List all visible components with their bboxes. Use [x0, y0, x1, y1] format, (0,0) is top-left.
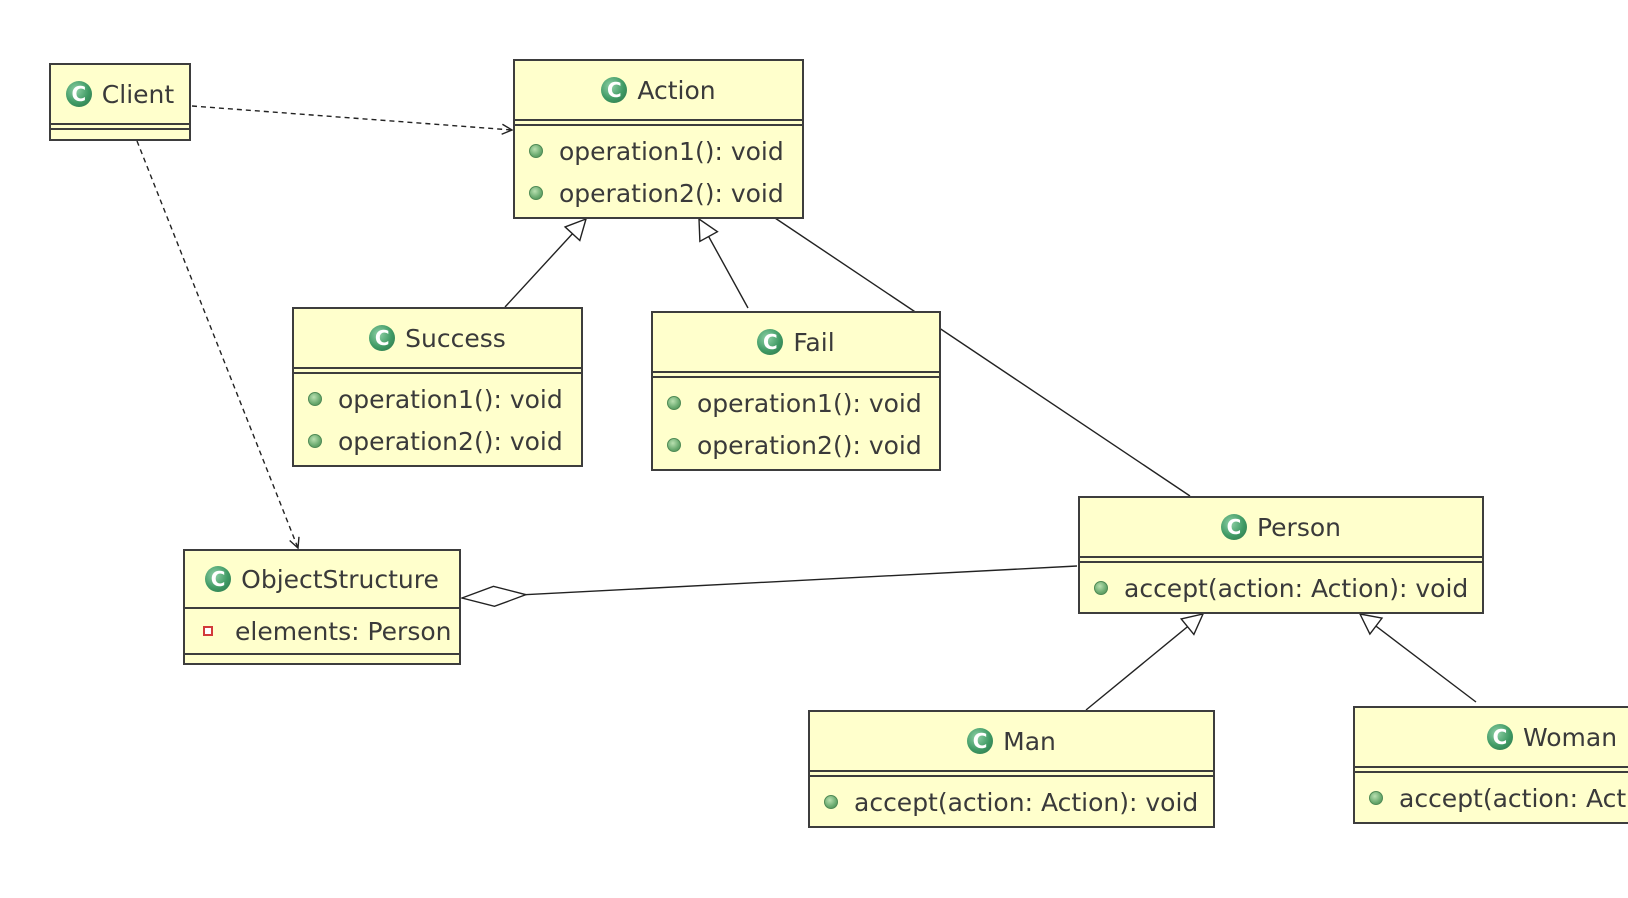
operation-signature: accept(action: Action): void [1124, 573, 1469, 603]
operation-signature: operation1(): void [697, 388, 922, 418]
generalization-success-action [504, 217, 588, 308]
class-objectstructure-divider [185, 607, 459, 609]
class-fail[interactable]: C Fail operation1(): void operation2(): … [651, 311, 941, 471]
public-visibility-icon [529, 186, 543, 200]
class-client-divider [51, 123, 189, 130]
class-fail-header: C Fail [653, 313, 939, 371]
class-icon: C [757, 329, 784, 355]
operation-signature: accept(action: Action): void [1399, 783, 1628, 813]
class-woman-name: Woman [1523, 722, 1618, 752]
class-fail-name: Fail [793, 327, 835, 357]
attribute-item: elements: Person [185, 609, 459, 653]
class-person[interactable]: C Person accept(action: Action): void [1078, 496, 1484, 614]
operation-signature: operation2(): void [338, 426, 563, 456]
public-visibility-icon [667, 438, 681, 452]
private-visibility-icon [203, 626, 213, 636]
class-man-name: Man [1003, 726, 1056, 756]
association-person-action [774, 217, 1191, 497]
operation-signature: operation1(): void [338, 384, 563, 414]
operation-item: operation1(): void [294, 378, 581, 420]
operation-item: operation2(): void [653, 424, 939, 466]
class-action-name: Action [637, 75, 716, 105]
class-action-divider [515, 119, 802, 126]
class-success-header: C Success [294, 309, 581, 367]
dependency-client-objectstructure [136, 140, 298, 548]
class-success-divider [294, 367, 581, 374]
class-man-header: C Man [810, 712, 1213, 770]
class-icon: C [1220, 514, 1247, 540]
class-objectstructure[interactable]: C ObjectStructure elements: Person [183, 549, 461, 665]
class-action-header: C Action [515, 61, 802, 119]
class-objectstructure-divider-2 [185, 653, 459, 655]
class-client-name: Client [101, 79, 175, 109]
class-client[interactable]: C Client [49, 63, 191, 141]
operation-signature: operation2(): void [559, 178, 784, 208]
attribute-signature: elements: Person [235, 616, 452, 646]
generalization-fail-action [698, 217, 749, 309]
operation-item: accept(action: Action): void [1080, 567, 1482, 609]
class-person-operations: accept(action: Action): void [1080, 563, 1482, 612]
class-icon: C [601, 77, 628, 103]
class-man-operations: accept(action: Action): void [810, 777, 1213, 826]
operation-item: operation2(): void [294, 420, 581, 462]
operation-signature: operation1(): void [559, 136, 784, 166]
class-woman[interactable]: C Woman accept(action: Action): void [1353, 706, 1628, 824]
public-visibility-icon [667, 396, 681, 410]
operation-signature: accept(action: Action): void [854, 787, 1199, 817]
operation-item: operation1(): void [653, 382, 939, 424]
class-icon: C [205, 566, 232, 592]
class-success-operations: operation1(): void operation2(): void [294, 374, 581, 465]
class-person-name: Person [1256, 512, 1341, 542]
public-visibility-icon [308, 392, 322, 406]
class-client-header: C Client [51, 65, 189, 123]
class-fail-operations: operation1(): void operation2(): void [653, 378, 939, 469]
public-visibility-icon [1369, 791, 1383, 805]
public-visibility-icon [1094, 581, 1108, 595]
operation-item: operation1(): void [515, 130, 802, 172]
class-icon: C [369, 325, 396, 351]
class-icon: C [1487, 724, 1513, 750]
generalization-man-person [1085, 613, 1205, 711]
aggregation-objectstructure-person [462, 565, 1078, 598]
class-man[interactable]: C Man accept(action: Action): void [808, 710, 1215, 828]
class-person-divider [1080, 556, 1482, 563]
operation-item: operation2(): void [515, 172, 802, 214]
public-visibility-icon [529, 144, 543, 158]
operation-signature: operation2(): void [697, 430, 922, 460]
class-success-name: Success [405, 323, 506, 353]
class-objectstructure-name: ObjectStructure [241, 564, 439, 594]
class-woman-operations: accept(action: Action): void [1355, 773, 1628, 822]
class-woman-divider [1355, 766, 1628, 773]
public-visibility-icon [824, 795, 838, 809]
class-person-header: C Person [1080, 498, 1482, 556]
public-visibility-icon [308, 434, 322, 448]
class-action-operations: operation1(): void operation2(): void [515, 126, 802, 217]
class-success[interactable]: C Success operation1(): void operation2(… [292, 307, 583, 467]
class-icon: C [967, 728, 994, 754]
operation-item: accept(action: Action): void [1355, 777, 1628, 819]
class-woman-header: C Woman [1355, 708, 1628, 766]
dependency-client-action [191, 105, 512, 130]
class-action[interactable]: C Action operation1(): void operation2()… [513, 59, 804, 219]
class-fail-divider [653, 371, 939, 378]
class-icon: C [65, 81, 92, 107]
generalization-woman-person [1358, 613, 1477, 703]
class-objectstructure-header: C ObjectStructure [185, 551, 459, 607]
operation-item: accept(action: Action): void [810, 781, 1213, 823]
class-man-divider [810, 770, 1213, 777]
